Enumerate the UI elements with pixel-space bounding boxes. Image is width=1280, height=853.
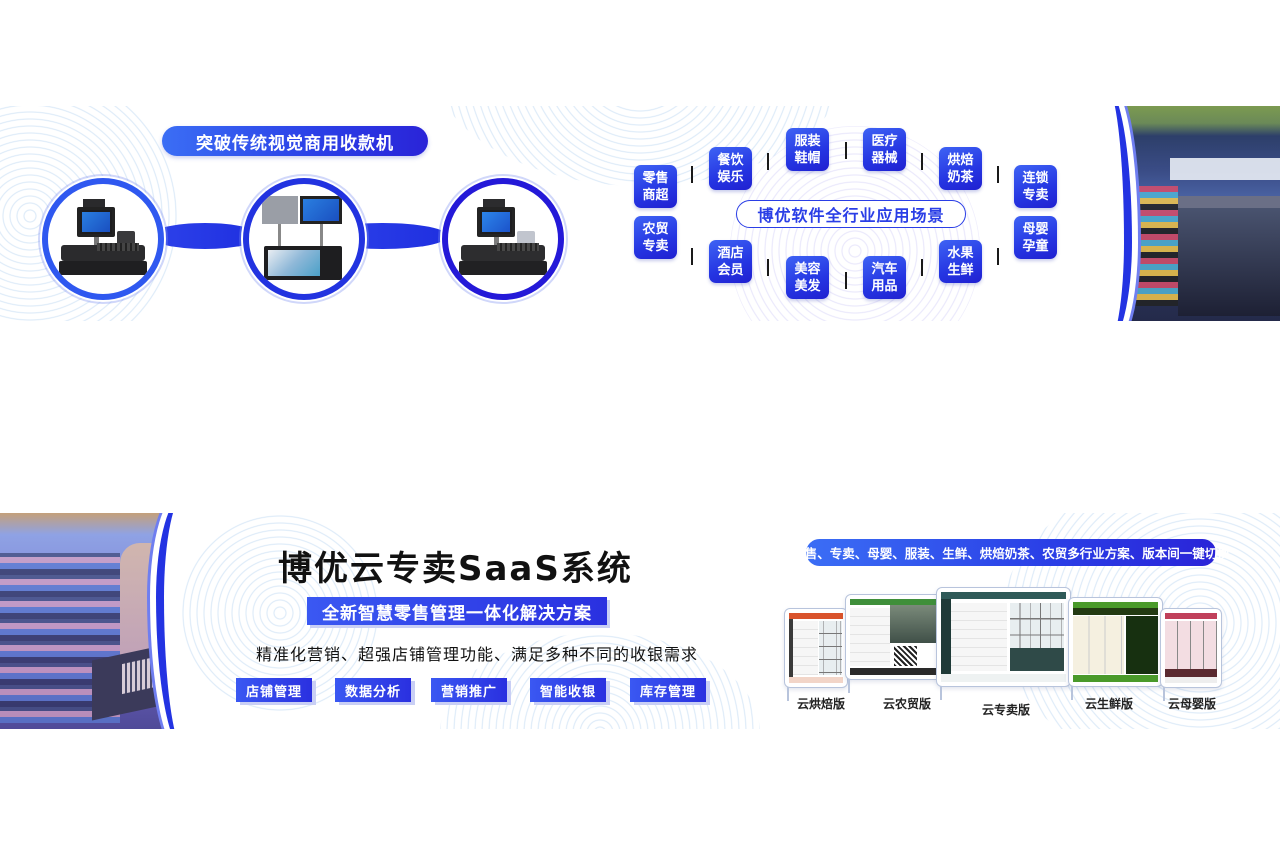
version-label-specialty: 云专卖版 xyxy=(982,703,1031,717)
product-subtitle: 全新智慧零售管理一体化解决方案 xyxy=(307,597,607,625)
store-interior-photo xyxy=(1110,106,1280,321)
product-tagline: 精准化营销、超强店铺管理功能、满足多种不同的收银需求 xyxy=(256,645,699,664)
scene-tile-bakery: 烘焙奶茶 xyxy=(939,147,982,190)
tablet-bakery xyxy=(784,608,848,701)
kiosk-icon xyxy=(258,196,350,282)
version-label-farm-market: 云农贸版 xyxy=(883,697,932,711)
tablet-maternal xyxy=(1160,608,1222,701)
divider xyxy=(921,153,923,170)
device-self-service-kiosk xyxy=(243,178,365,300)
feature-store-management: 店铺管理 xyxy=(236,678,312,702)
pos-terminal-icon xyxy=(457,199,549,279)
divider xyxy=(921,259,923,276)
hardware-and-scenes-banner: 突破传统视觉商用收款机 博优软件全行业应用场景 零售商超 餐饮娱乐 服装鞋帽 医… xyxy=(0,106,1280,321)
divider xyxy=(997,248,999,265)
divider xyxy=(845,272,847,289)
scene-tile-beauty: 美容美发 xyxy=(786,256,829,299)
divider xyxy=(767,153,769,170)
divider xyxy=(767,259,769,276)
wave-border-decoration xyxy=(1110,106,1132,321)
scene-tile-retail: 零售商超 xyxy=(634,165,677,208)
divider xyxy=(691,166,693,183)
device-single-screen-pos xyxy=(442,178,564,300)
tablet-specialty xyxy=(936,587,1071,700)
cashier-photo xyxy=(0,513,180,729)
feature-inventory: 库存管理 xyxy=(630,678,706,702)
hardware-title: 突破传统视觉商用收款机 xyxy=(162,126,428,156)
scene-tile-fresh: 水果生鲜 xyxy=(939,240,982,283)
version-label-fresh: 云生鲜版 xyxy=(1085,697,1134,711)
feature-data-analysis: 数据分析 xyxy=(335,678,411,702)
tablet-farm-market xyxy=(845,594,943,693)
saas-system-banner: 博优云专卖SaaS系统 全新智慧零售管理一体化解决方案 精准化营销、超强店铺管理… xyxy=(0,513,1280,729)
scenes-title: 博优软件全行业应用场景 xyxy=(736,200,966,228)
feature-smart-checkout: 智能收银 xyxy=(530,678,606,702)
scene-tile-apparel: 服装鞋帽 xyxy=(786,128,829,171)
scene-tile-farm-market: 农贸专卖 xyxy=(634,216,677,259)
divider xyxy=(997,166,999,183)
scene-tile-medical: 医疗器械 xyxy=(863,128,906,171)
tablet-fresh xyxy=(1068,597,1163,700)
pos-terminal-icon xyxy=(57,199,149,279)
device-dual-screen-pos xyxy=(42,178,164,300)
version-label-maternal: 云母婴版 xyxy=(1168,697,1217,711)
scene-tile-maternal: 母婴孕童 xyxy=(1014,216,1057,259)
scene-tile-catering: 餐饮娱乐 xyxy=(709,147,752,190)
feature-marketing: 营销推广 xyxy=(431,678,507,702)
scene-tile-auto: 汽车用品 xyxy=(863,256,906,299)
scene-tile-chain: 连锁专卖 xyxy=(1014,165,1057,208)
product-title: 博优云专卖SaaS系统 xyxy=(278,549,633,589)
versions-note: 零售、专卖、母婴、服装、生鲜、烘焙奶茶、农贸多行业方案、版本间一键切换 xyxy=(792,539,1230,566)
scene-tile-hotel: 酒店会员 xyxy=(709,240,752,283)
divider xyxy=(691,248,693,265)
divider xyxy=(845,142,847,159)
circle-connector xyxy=(150,223,260,249)
version-label-bakery: 云烘焙版 xyxy=(797,697,846,711)
